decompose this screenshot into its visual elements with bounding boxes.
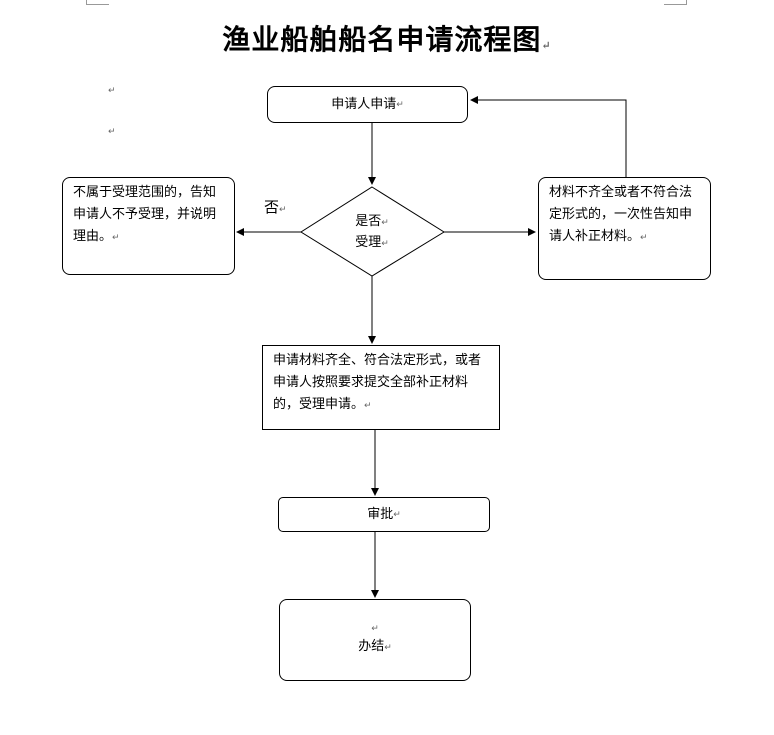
page-corner-mark-right	[664, 0, 687, 5]
paragraph-mark: ↵	[541, 39, 552, 52]
node-decision: 是否↵ 受理↵	[332, 212, 412, 254]
edge-label-no-text: 否	[264, 198, 280, 216]
node-approve-label: 审批	[367, 506, 394, 522]
paragraph-mark: ↵	[381, 218, 389, 228]
node-finish-label: 办结	[358, 638, 385, 654]
paragraph-mark: ↵	[381, 239, 389, 249]
paragraph-mark: ↵	[371, 623, 379, 634]
paragraph-mark: ↵	[393, 509, 401, 520]
node-approve: 审批↵	[278, 497, 490, 532]
paragraph-mark: ↵	[640, 233, 648, 243]
node-apply: 申请人申请↵	[267, 86, 468, 123]
node-finish: ↵ 办结↵	[279, 599, 471, 681]
node-reject-label: 不属于受理范围的，告知申请人不予受理，并说明理由。	[73, 185, 217, 244]
paragraph-mark: ↵	[364, 401, 372, 411]
paragraph-mark: ↵	[108, 86, 116, 96]
paragraph-mark: ↵	[108, 127, 116, 137]
title-text: 渔业船舶船名申请流程图	[222, 23, 542, 56]
node-reject: 不属于受理范围的，告知申请人不予受理，并说明理由。↵	[62, 177, 235, 275]
node-accept: 申请材料齐全、符合法定形式，或者申请人按照要求提交全部补正材料的，受理申请。↵	[262, 345, 500, 430]
edge-incomplete-to-apply	[470, 96, 627, 177]
node-incomplete: 材料不齐全或者不符合法定形式的，一次性告知申请人补正材料。↵	[538, 177, 711, 280]
node-incomplete-label: 材料不齐全或者不符合法定形式的，一次性告知申请人补正材料。	[549, 185, 693, 244]
edge-label-no: 否↵	[264, 196, 287, 217]
paragraph-mark: ↵	[279, 205, 287, 215]
paragraph-mark: ↵	[396, 99, 404, 110]
node-accept-label: 申请材料齐全、符合法定形式，或者申请人按照要求提交全部补正材料的，受理申请。	[273, 353, 482, 412]
paragraph-mark: ↵	[384, 642, 392, 653]
diagram-title: 渔业船舶船名申请流程图↵	[0, 18, 774, 58]
decision-line-2: 受理	[355, 235, 382, 250]
paragraph-mark: ↵	[112, 233, 120, 243]
node-apply-label: 申请人申请	[331, 96, 397, 112]
decision-line-1: 是否	[355, 214, 382, 229]
page-corner-mark-left	[86, 0, 109, 5]
